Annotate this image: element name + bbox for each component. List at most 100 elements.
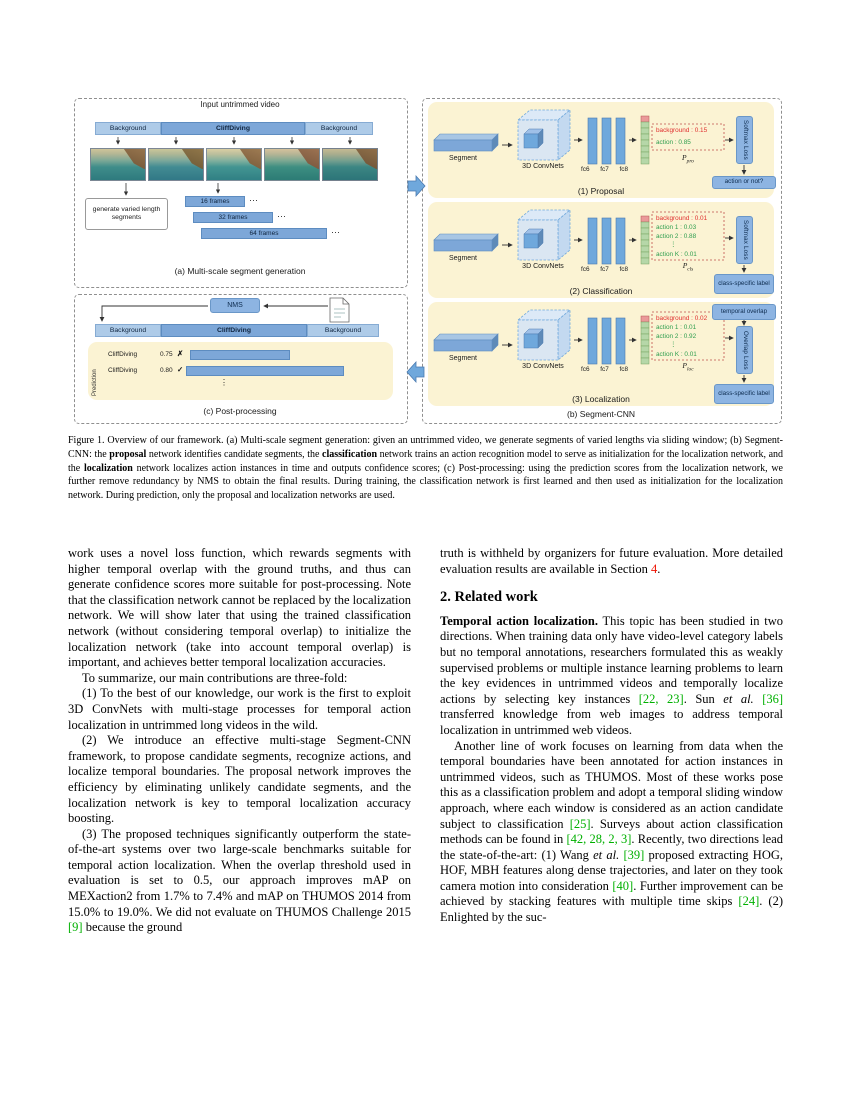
result-bar-background-left: Background bbox=[95, 324, 161, 337]
softmax-loss-box: Softmax Loss bbox=[736, 116, 753, 164]
prediction-row-label: CliffDiving bbox=[108, 351, 138, 358]
segment-bar-64-frames: 64 frames bbox=[201, 228, 327, 239]
fc6-label: fc6 bbox=[581, 266, 590, 273]
text-segment: work uses a novel loss function, which r… bbox=[68, 546, 411, 670]
softmax-loss-box: Softmax Loss bbox=[736, 216, 753, 264]
citation-link[interactable]: [36] bbox=[762, 691, 784, 706]
citation-link[interactable]: [39] bbox=[623, 847, 645, 862]
prob-line: action 1 : 0.01 bbox=[656, 324, 697, 331]
ellipsis: ··· bbox=[277, 211, 286, 221]
panel-a-caption: (a) Multi-scale segment generation bbox=[174, 266, 306, 276]
citation-link[interactable]: [42, 28, 2, 3] bbox=[566, 832, 632, 847]
citation-link[interactable]: [40] bbox=[612, 878, 634, 893]
text-segment: Figure 1. Overview of our framework. (a)… bbox=[68, 435, 783, 460]
text-segment: (2) We introduce an effective multi-stag… bbox=[68, 733, 411, 826]
text-segment: localization bbox=[83, 462, 133, 474]
overlap-loss-box: Overlap Loss bbox=[736, 326, 753, 374]
nms-box: NMS bbox=[210, 298, 260, 313]
citation-link[interactable]: [25] bbox=[569, 816, 591, 831]
result-bar-cliffdiving: CliffDiving bbox=[161, 324, 307, 337]
prob-line: background : 0.15 bbox=[656, 127, 708, 134]
left-column: work uses a novel loss function, which r… bbox=[68, 546, 411, 936]
convnet-label: 3D ConvNets bbox=[522, 263, 564, 270]
panel-c-caption: (c) Post-processing bbox=[203, 406, 277, 416]
paragraph: To summarize, our main contributions are… bbox=[68, 671, 411, 687]
fc7-label: fc7 bbox=[600, 266, 609, 273]
text-segment: et al. bbox=[593, 847, 620, 862]
prob-line: action K : 0.01 bbox=[656, 351, 697, 358]
video-frame-2 bbox=[148, 148, 204, 181]
network-caption: (3) Localization bbox=[572, 394, 630, 404]
cross-mark: ✗ bbox=[177, 349, 184, 358]
video-frame-3 bbox=[206, 148, 262, 181]
text-segment: because the ground bbox=[82, 920, 183, 935]
prob-dots: ⋮ bbox=[670, 241, 677, 248]
prediction-row-label: CliffDiving bbox=[108, 367, 138, 374]
segment-bar-16-frames: 16 frames bbox=[185, 196, 245, 207]
class-specific-label-box: class-specific label bbox=[714, 384, 774, 404]
action-or-not-box: action or not? bbox=[712, 176, 776, 189]
section-link[interactable]: 4 bbox=[651, 561, 658, 576]
text-segment: P bbox=[682, 153, 687, 162]
text-segment: cls bbox=[687, 266, 694, 273]
citation-link[interactable]: [22, 23] bbox=[638, 691, 684, 706]
paragraph: (3) The proposed techniques significantl… bbox=[68, 827, 411, 936]
fc7-label: fc7 bbox=[600, 166, 609, 173]
text-segment: (3) The proposed techniques significantl… bbox=[68, 826, 411, 919]
fc-labels: fc6 fc7 fc8 bbox=[581, 366, 628, 374]
text-segment: . Sun bbox=[683, 691, 724, 706]
paragraph: (2) We introduce an effective multi-stag… bbox=[68, 733, 411, 827]
fc8-label: fc8 bbox=[619, 166, 628, 173]
panel-b-caption: (b) Segment-CNN bbox=[566, 409, 636, 419]
paragraph: Another line of work focuses on learning… bbox=[440, 739, 783, 926]
check-mark: ✓ bbox=[177, 365, 184, 374]
text-segment: network localizes action instances in ti… bbox=[68, 462, 783, 502]
text-segment: . Further improvement can be achieved by… bbox=[440, 878, 783, 909]
right-column: truth is withheld by organizers for futu… bbox=[440, 546, 783, 936]
softmax-loss-label: Softmax Loss bbox=[741, 220, 749, 260]
prediction-bar-1 bbox=[190, 350, 290, 360]
timeline-bar-background-left: Background bbox=[95, 122, 161, 135]
text-segment: truth is withheld by organizers for futu… bbox=[440, 546, 783, 576]
section-heading: 2. Related work bbox=[440, 589, 538, 606]
text-segment: (1) To the best of our knowledge, our wo… bbox=[68, 686, 411, 732]
fc7-label: fc7 bbox=[600, 366, 609, 373]
result-bar-background-right: Background bbox=[307, 324, 379, 337]
text-segment: . Surveys about action classification me… bbox=[440, 816, 783, 847]
citation-link[interactable]: [9] bbox=[68, 920, 83, 935]
prob-line: action 1 : 0.03 bbox=[656, 224, 697, 231]
fc-labels: fc6 fc7 fc8 bbox=[581, 166, 628, 174]
prob-line: action 2 : 0.92 bbox=[656, 333, 697, 340]
network-caption: (2) Classification bbox=[569, 286, 633, 296]
prediction-score: 0.80 bbox=[160, 367, 173, 374]
fc6-label: fc6 bbox=[581, 166, 590, 173]
text-segment: . Recently, two directions lead the stat… bbox=[440, 832, 784, 862]
text-segment: pro bbox=[686, 158, 694, 165]
timeline-bar-background-right: Background bbox=[305, 122, 373, 135]
segment-label: Segment bbox=[448, 355, 478, 362]
text-segment bbox=[754, 692, 763, 706]
figure-1: Input untrimmed video Background CliffDi… bbox=[68, 72, 783, 428]
fc8-label: fc8 bbox=[619, 266, 628, 273]
segment-label: Segment bbox=[448, 155, 478, 162]
softmax-loss-label: Softmax Loss bbox=[741, 120, 749, 160]
text-segment: To summarize, our main contributions are… bbox=[82, 670, 348, 685]
fc6-label: fc6 bbox=[581, 366, 590, 373]
p-loc-label: Ploc bbox=[652, 361, 724, 373]
body-text: work uses a novel loss function, which r… bbox=[68, 546, 783, 936]
citation-link[interactable]: [24] bbox=[738, 894, 760, 909]
text-segment: Another line of work focuses on learning… bbox=[440, 738, 783, 831]
text-segment: classification bbox=[322, 448, 378, 460]
temporal-overlap-box: temporal overlap bbox=[712, 304, 776, 320]
p-cls-label: Pcls bbox=[652, 261, 724, 273]
paragraph: work uses a novel loss function, which r… bbox=[68, 546, 411, 671]
prob-line: background : 0.01 bbox=[656, 215, 708, 222]
text-segment: P bbox=[682, 361, 687, 370]
prob-line: action : 0.85 bbox=[656, 139, 691, 146]
text-segment: P bbox=[682, 261, 688, 270]
text-segment: . (2) Enlighted by the suc- bbox=[440, 894, 783, 925]
text-segment: This topic has been studied in two direc… bbox=[440, 613, 783, 706]
p-pro-label: Ppro bbox=[652, 153, 724, 165]
text-segment: network identifies candidate segments, t… bbox=[146, 448, 323, 460]
